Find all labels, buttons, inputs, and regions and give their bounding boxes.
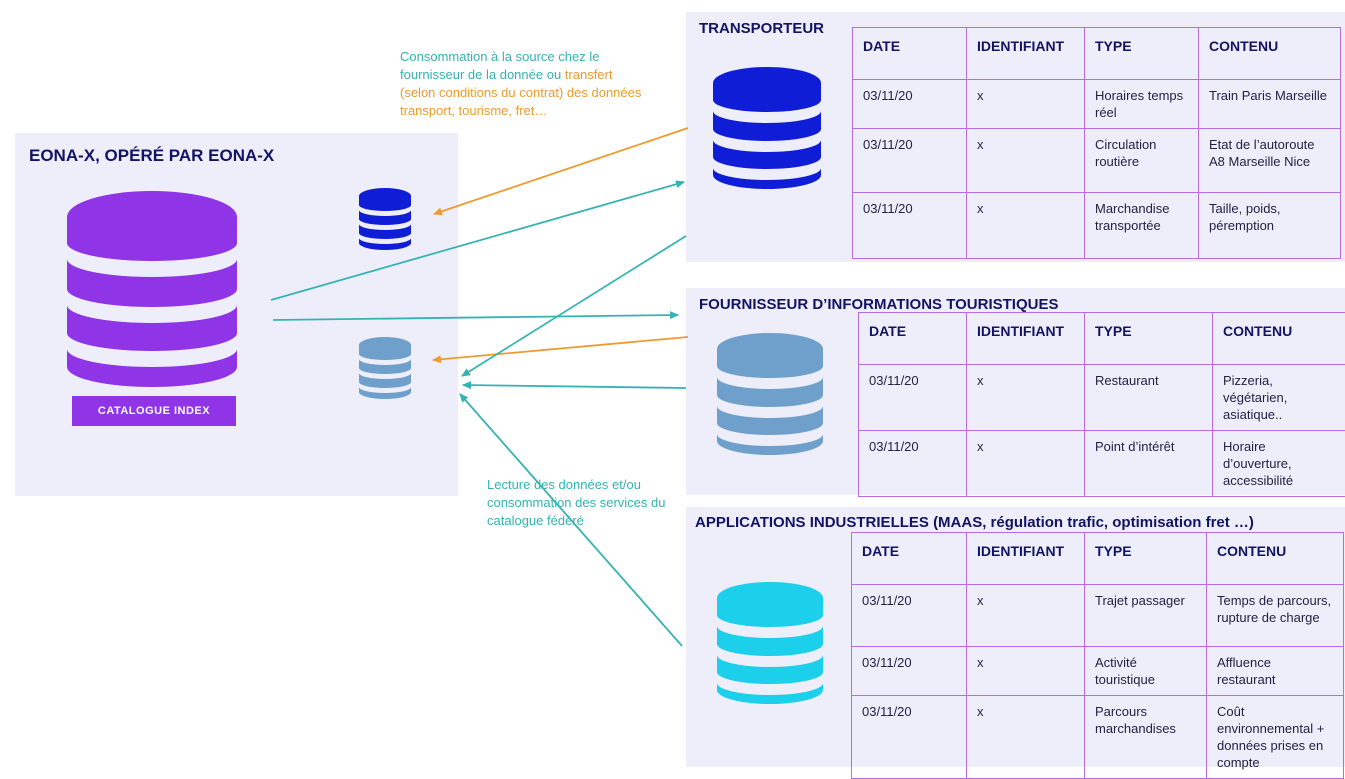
cell-content: Temps de parcours, rupture de charge xyxy=(1207,585,1344,647)
database-icon-blue xyxy=(359,188,411,250)
cell-date: 03/11/20 xyxy=(852,696,967,779)
cell-id: x xyxy=(967,585,1085,647)
cell-id: x xyxy=(967,365,1085,431)
transporteur-table: DATE IDENTIFIANT TYPE CONTENU 03/11/20 x… xyxy=(852,27,1341,259)
header-id: IDENTIFIANT xyxy=(967,533,1085,585)
cell-type: Parcours marchandises xyxy=(1085,696,1207,779)
header-type: TYPE xyxy=(1085,313,1213,365)
database-icon-purple xyxy=(67,191,237,387)
cell-date: 03/11/20 xyxy=(859,365,967,431)
cell-date: 03/11/20 xyxy=(852,585,967,647)
applications-table: DATE IDENTIFIANT TYPE CONTENU 03/11/20 x… xyxy=(851,532,1344,779)
tourisme-title: FOURNISSEUR D’INFORMATIONS TOURISTIQUES xyxy=(699,296,1058,313)
cell-type: Horaires temps réel xyxy=(1085,80,1199,129)
cell-type: Circulation routière xyxy=(1085,129,1199,193)
cell-type: Restaurant xyxy=(1085,365,1213,431)
cell-content: Coût environnemental + données prises en… xyxy=(1207,696,1344,779)
cell-id: x xyxy=(967,696,1085,779)
table-row: 03/11/20 x Point d’intérêt Horaire d’ouv… xyxy=(859,431,1345,497)
cell-id: x xyxy=(967,431,1085,497)
header-content: CONTENU xyxy=(1213,313,1345,365)
arrow-transport-to-blue-db xyxy=(434,128,688,214)
cell-id: x xyxy=(967,193,1085,259)
database-icon-tourisme xyxy=(717,333,823,455)
arrow-tourisme-read xyxy=(463,385,686,388)
table-row: 03/11/20 x Trajet passager Temps de parc… xyxy=(852,585,1344,647)
table-row: 03/11/20 x Marchandise transportée Taill… xyxy=(853,193,1341,259)
top-note-connector: ou xyxy=(543,67,565,82)
header-id: IDENTIFIANT xyxy=(967,28,1085,80)
cell-date: 03/11/20 xyxy=(853,129,967,193)
database-icon-lightblue xyxy=(359,337,411,399)
transporteur-title: TRANSPORTEUR xyxy=(699,20,824,37)
cell-date: 03/11/20 xyxy=(853,80,967,129)
header-content: CONTENU xyxy=(1199,28,1341,80)
table-row: 03/11/20 x Activité touristique Affluenc… xyxy=(852,647,1344,696)
header-type: TYPE xyxy=(1085,28,1199,80)
bottom-note: Lecture des données et/ou consommation d… xyxy=(487,476,687,530)
eona-title: EONA-X, OPÉRÉ PAR EONA-X xyxy=(29,146,274,166)
applications-title: APPLICATIONS INDUSTRIELLES (MAAS, régula… xyxy=(695,514,1254,531)
cell-date: 03/11/20 xyxy=(853,193,967,259)
header-date: DATE xyxy=(852,533,967,585)
top-note: Consommation à la source chez le fournis… xyxy=(400,48,650,120)
table-header-row: DATE IDENTIFIANT TYPE CONTENU xyxy=(853,28,1341,80)
table-row: 03/11/20 x Parcours marchandises Coût en… xyxy=(852,696,1344,779)
cell-content: Train Paris Marseille xyxy=(1199,80,1341,129)
table-row: 03/11/20 x Circulation routière Etat de … xyxy=(853,129,1341,193)
header-date: DATE xyxy=(859,313,967,365)
cell-id: x xyxy=(967,80,1085,129)
header-type: TYPE xyxy=(1085,533,1207,585)
cell-type: Activité touristique xyxy=(1085,647,1207,696)
table-row: 03/11/20 x Restaurant Pizzeria, végétari… xyxy=(859,365,1345,431)
table-header-row: DATE IDENTIFIANT TYPE CONTENU xyxy=(852,533,1344,585)
cell-date: 03/11/20 xyxy=(852,647,967,696)
cell-content: Horaire d’ouverture, accessibilité xyxy=(1213,431,1345,497)
table-header-row: DATE IDENTIFIANT TYPE CONTENU xyxy=(859,313,1345,365)
tourisme-table: DATE IDENTIFIANT TYPE CONTENU 03/11/20 x… xyxy=(858,312,1345,497)
cell-type: Trajet passager xyxy=(1085,585,1207,647)
cell-date: 03/11/20 xyxy=(859,431,967,497)
table-row: 03/11/20 x Horaires temps réel Train Par… xyxy=(853,80,1341,129)
header-content: CONTENU xyxy=(1207,533,1344,585)
cell-type: Point d’intérêt xyxy=(1085,431,1213,497)
bottom-note-text: Lecture des données et/ou consommation d… xyxy=(487,477,665,528)
arrow-transporteur-to-lightblue-db xyxy=(462,236,686,376)
cell-content: Pizzeria, végétarien, asiatique.. xyxy=(1213,365,1345,431)
catalogue-index-badge: CATALOGUE INDEX xyxy=(72,396,236,426)
database-icon-applications xyxy=(717,582,823,704)
cell-type: Marchandise transportée xyxy=(1085,193,1199,259)
cell-content: Affluence restaurant xyxy=(1207,647,1344,696)
cell-id: x xyxy=(967,647,1085,696)
cell-id: x xyxy=(967,129,1085,193)
cell-content: Taille, poids, péremption xyxy=(1199,193,1341,259)
cell-content: Etat de l’autoroute A8 Marseille Nice xyxy=(1199,129,1341,193)
header-id: IDENTIFIANT xyxy=(967,313,1085,365)
database-icon-transporteur xyxy=(713,67,821,189)
header-date: DATE xyxy=(853,28,967,80)
arrow-tourisme-to-lightblue-db xyxy=(433,337,688,360)
